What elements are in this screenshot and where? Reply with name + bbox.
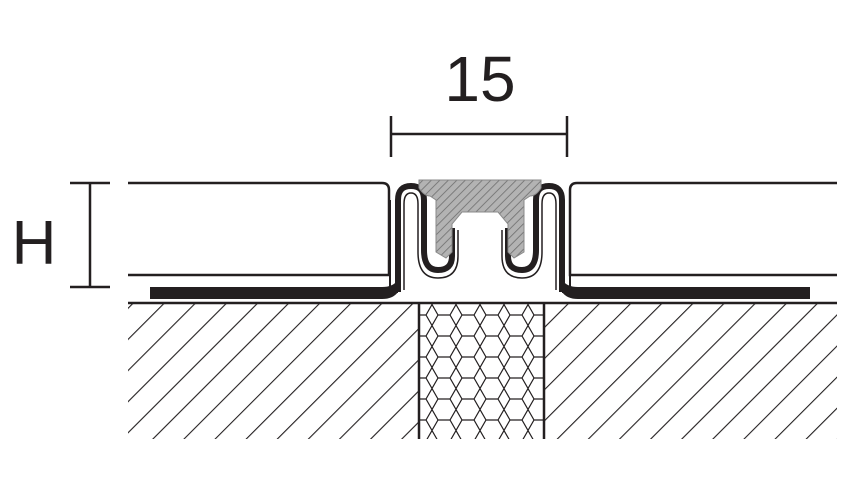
substrate-right <box>545 304 837 439</box>
tile-right <box>568 181 837 277</box>
rubber-insert <box>418 179 542 259</box>
height-dimension-label: H <box>12 209 57 278</box>
width-dimension-label: 15 <box>444 43 515 115</box>
height-dimension: H <box>12 181 110 289</box>
metal-profile <box>150 182 810 299</box>
foam-joint-filler <box>417 304 546 439</box>
substrate-left <box>128 304 418 439</box>
tile-left <box>128 181 391 277</box>
width-dimension: 15 <box>389 43 569 157</box>
